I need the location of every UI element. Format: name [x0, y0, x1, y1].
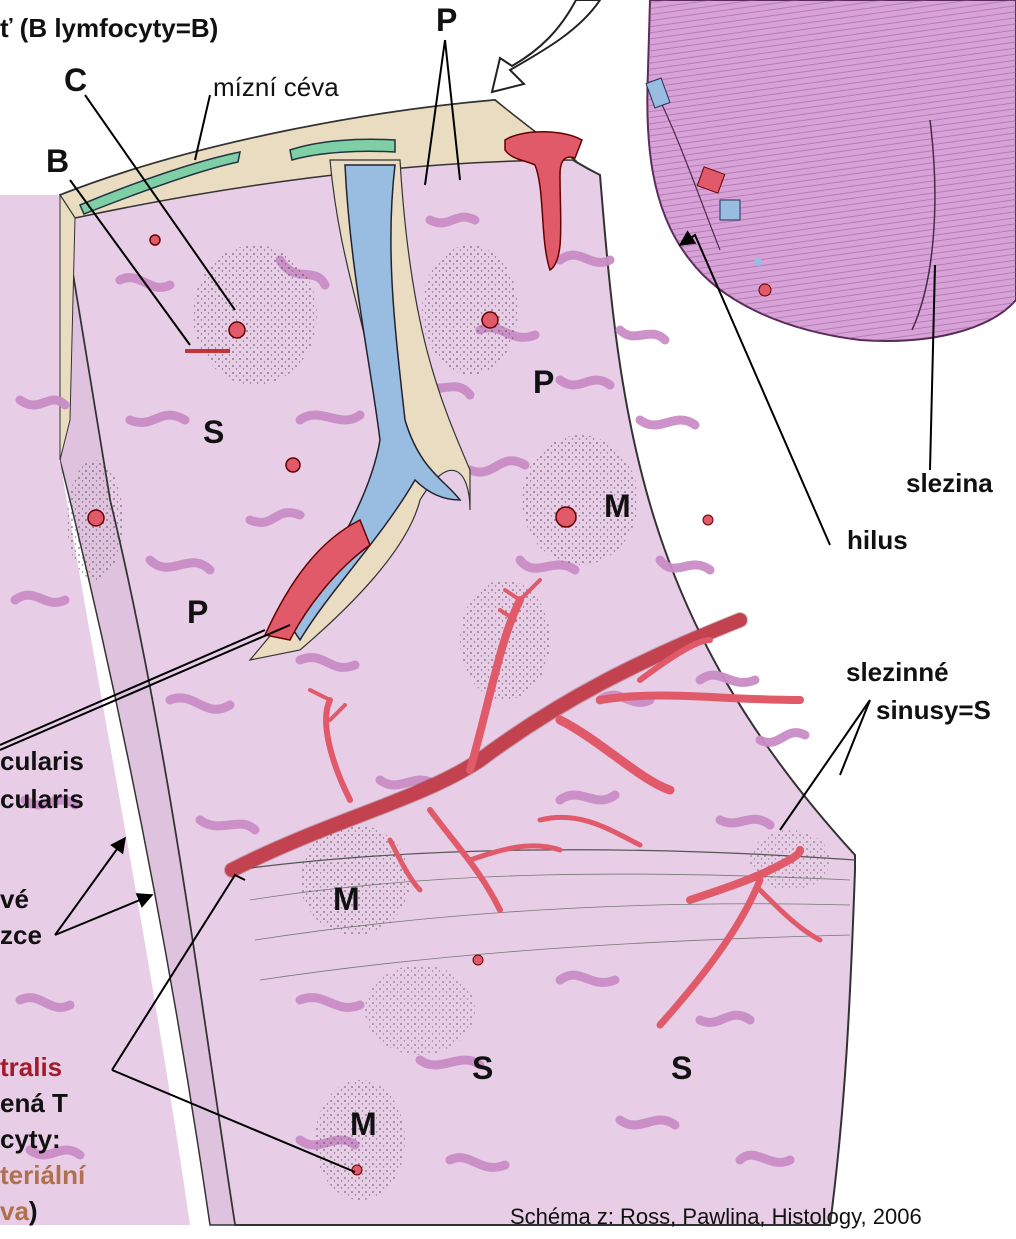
label-cularis-1: cularis	[0, 748, 84, 774]
curved-arrow-icon	[492, 0, 600, 92]
label-slezina: slezina	[906, 470, 993, 496]
label-va-paren: )	[29, 1196, 38, 1226]
label-B: B	[46, 145, 69, 177]
label-sinusy: sinusy=S	[876, 697, 991, 723]
label-M-lower: M	[333, 883, 360, 915]
label-hilus: hilus	[847, 527, 908, 553]
label-M-bottom: M	[350, 1108, 377, 1140]
caption-top-left: ť (B lymfocyty=B)	[0, 15, 218, 41]
label-ena-t: ená T	[0, 1090, 68, 1116]
label-ve: vé	[0, 886, 29, 912]
source-citation: Schéma z: Ross, Pawlina, Histology, 2006	[510, 1206, 922, 1228]
spleen-organ	[646, 0, 1016, 341]
label-S-bottom-left: S	[472, 1052, 493, 1084]
label-va: va	[0, 1196, 29, 1226]
label-terialni: teriální	[0, 1162, 85, 1188]
label-tralis: tralis	[0, 1054, 62, 1080]
label-zce: zce	[0, 922, 42, 948]
label-S-bottom-right: S	[671, 1052, 692, 1084]
label-M-mid: M	[604, 490, 631, 522]
label-va-line: va)	[0, 1198, 38, 1224]
label-cyty: cyty:	[0, 1126, 61, 1152]
label-S-upper: S	[203, 416, 224, 448]
label-P-mid: P	[533, 366, 554, 398]
label-slezinne: slezinné	[846, 659, 949, 685]
label-cularis-2: cularis	[0, 786, 84, 812]
label-P-left: P	[187, 596, 208, 628]
label-mizni-ceva: mízní céva	[213, 74, 339, 100]
label-C: C	[64, 64, 87, 96]
label-P-top: P	[436, 4, 457, 36]
